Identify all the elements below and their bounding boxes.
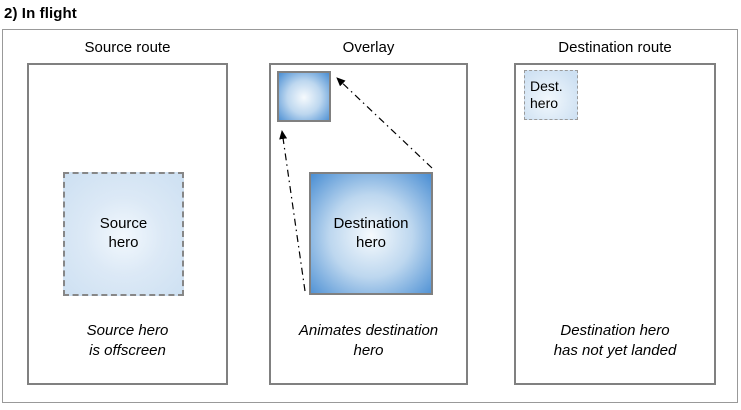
overlay-destination-hero-square: Destination hero <box>309 172 433 295</box>
source-caption-line1: Source hero <box>86 322 169 339</box>
source-caption-line2: is offscreen <box>89 342 166 360</box>
shrink-animation-arrows <box>279 77 433 292</box>
source-hero-square: Source hero <box>63 172 184 296</box>
source-route-label: Source route <box>84 39 171 56</box>
overlay-hero-small-square <box>277 71 331 122</box>
panel-overlay: Overlay Destination hero <box>269 37 468 385</box>
overlay-caption-line2: hero <box>353 342 384 360</box>
destination-hero-label-line2: hero <box>530 95 559 111</box>
destination-caption-line2: has not yet landed <box>553 342 677 360</box>
source-caption: Source hero is offscreen <box>29 321 226 362</box>
destination-hero-label-line1: Dest. <box>530 78 563 95</box>
overlay-caption-line1: Animates destination <box>298 322 439 339</box>
source-hero-label-line2: hero <box>108 234 139 251</box>
overlay-box: Destination hero Animates destination he… <box>269 63 468 385</box>
overlay-hero-label-line1: Destination <box>333 214 409 232</box>
panel-source-route: Source route Source hero Source hero is … <box>27 37 228 385</box>
overlay-hero-label-line2: hero <box>355 233 387 251</box>
source-hero-label-line1: Source <box>99 215 148 233</box>
animation-arrow-left-icon <box>279 130 306 292</box>
figure-frame: Source route Source hero Source hero is … <box>2 29 738 403</box>
figure-title: 2) In flight <box>4 5 77 22</box>
destination-caption: Destination hero has not yet landed <box>516 321 714 362</box>
destination-hero-placeholder-square: Dest. hero <box>524 70 578 120</box>
destination-route-label: Destination route <box>558 39 672 56</box>
destination-caption-line1: Destination hero <box>560 322 670 339</box>
source-route-box: Source hero Source hero is offscreen <box>27 63 228 385</box>
destination-route-box: Dest. hero Destination hero has not yet … <box>514 63 716 385</box>
animation-arrow-right-icon <box>336 77 433 169</box>
overlay-caption: Animates destination hero <box>271 321 466 362</box>
panel-destination-route: Destination route Dest. hero Destination… <box>514 37 716 385</box>
overlay-label: Overlay <box>342 39 395 56</box>
